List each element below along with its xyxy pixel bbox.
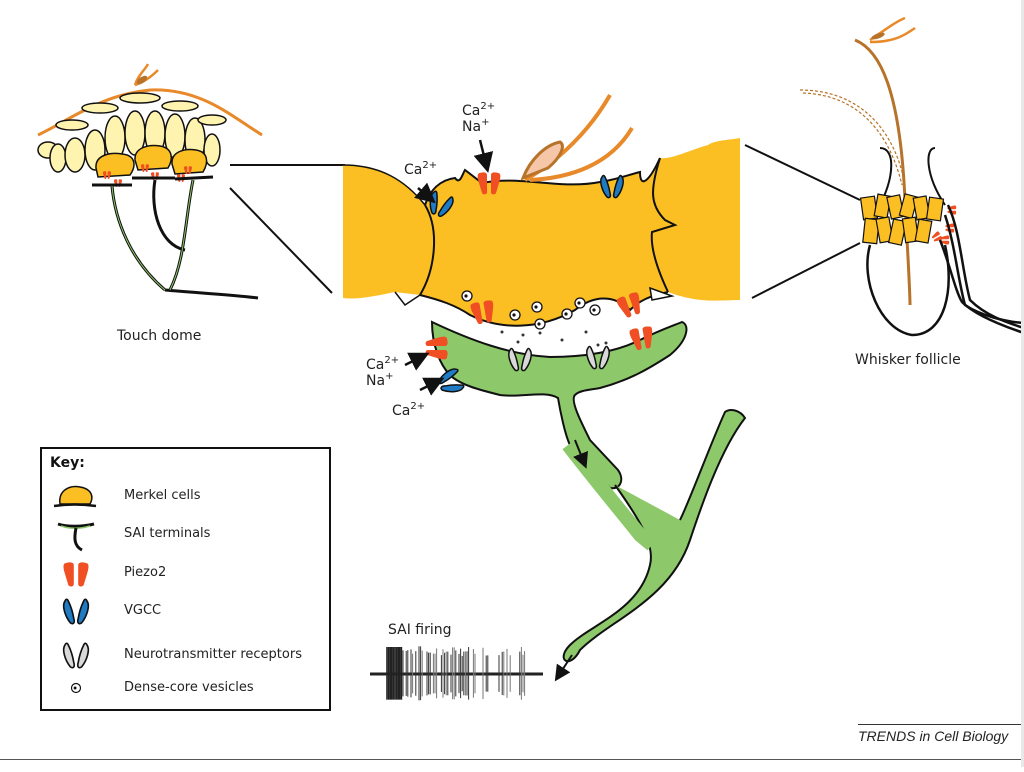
legend-key: Key: Merkel cells SAI terminals Piezo2 V… <box>40 447 331 711</box>
zoom-line-bottom-left <box>229 187 333 294</box>
piezo2-channel-icon <box>63 562 89 587</box>
whisker-follicle-label: Whisker follicle <box>855 352 961 368</box>
legend-item-dense-core-vesicles: Dense-core vesicles <box>42 674 329 704</box>
ion-label-vgcc-apical: Ca2+ <box>404 160 438 179</box>
stimulus-finger-icon <box>520 94 634 182</box>
skin-surface <box>37 88 263 137</box>
sai-terminal-body <box>430 320 688 490</box>
ion-label-piezo-terminal: Ca2+ Na+ <box>366 355 400 390</box>
legend-item-merkel-cells: Merkel cells <box>42 482 329 512</box>
sai-terminal-icon <box>57 522 95 552</box>
credit-divider <box>858 724 1024 725</box>
page-bottom-rule <box>0 759 1024 760</box>
zoom-line-top-right <box>744 144 861 201</box>
ion-arrows <box>404 139 494 396</box>
sai-firing-trace <box>370 646 543 701</box>
legend-title: Key: <box>50 455 85 471</box>
sai-afferents-follicle <box>938 204 1024 335</box>
legend-item-sai-terminals: SAI terminals <box>42 520 329 552</box>
hair-shaft-icon <box>133 63 159 87</box>
merkel-cell-body <box>343 138 740 326</box>
output-arrow <box>554 654 573 682</box>
dense-core-vesicle-icon <box>70 682 82 694</box>
ion-label-vgcc-terminal: Ca2+ <box>392 401 426 420</box>
whisker-follicle-illustration <box>799 16 1024 337</box>
deflected-whisker-outline <box>799 89 906 186</box>
follicle-capsule <box>866 244 950 337</box>
zoom-line-bottom-right <box>751 242 861 299</box>
central-merkel-complex <box>342 94 861 701</box>
merkel-cells-touch-dome <box>95 144 208 178</box>
sai-firing-label: SAI firing <box>388 622 452 638</box>
legend-item-vgcc: VGCC <box>42 597 329 627</box>
keratinocyte-layer <box>37 92 227 173</box>
legend-item-piezo2: Piezo2 <box>42 559 329 589</box>
page-edge <box>1021 0 1024 767</box>
released-vesicle-contents <box>500 330 608 347</box>
merkel-cells-follicle <box>859 193 945 246</box>
whisker-hair-shaft <box>854 38 912 306</box>
signal-direction-arrow <box>573 439 588 469</box>
sai-afferent-touch-dome <box>92 175 259 300</box>
touch-dome-illustration <box>37 63 345 300</box>
stimulus-finger-whisker <box>869 16 916 44</box>
neurotransmitter-receptor-icon <box>62 642 90 669</box>
legend-item-neurotransmitter-receptors: Neurotransmitter receptors <box>42 641 329 671</box>
sai-axon-branch <box>562 409 747 663</box>
vgcc-channel-icon <box>62 598 90 625</box>
touch-dome-label: Touch dome <box>117 328 202 344</box>
merkel-cell-icon <box>53 485 97 508</box>
ion-label-piezo-apical: Ca2+ Na+ <box>462 101 496 136</box>
journal-credit: TRENDS in Cell Biology <box>858 728 1009 744</box>
